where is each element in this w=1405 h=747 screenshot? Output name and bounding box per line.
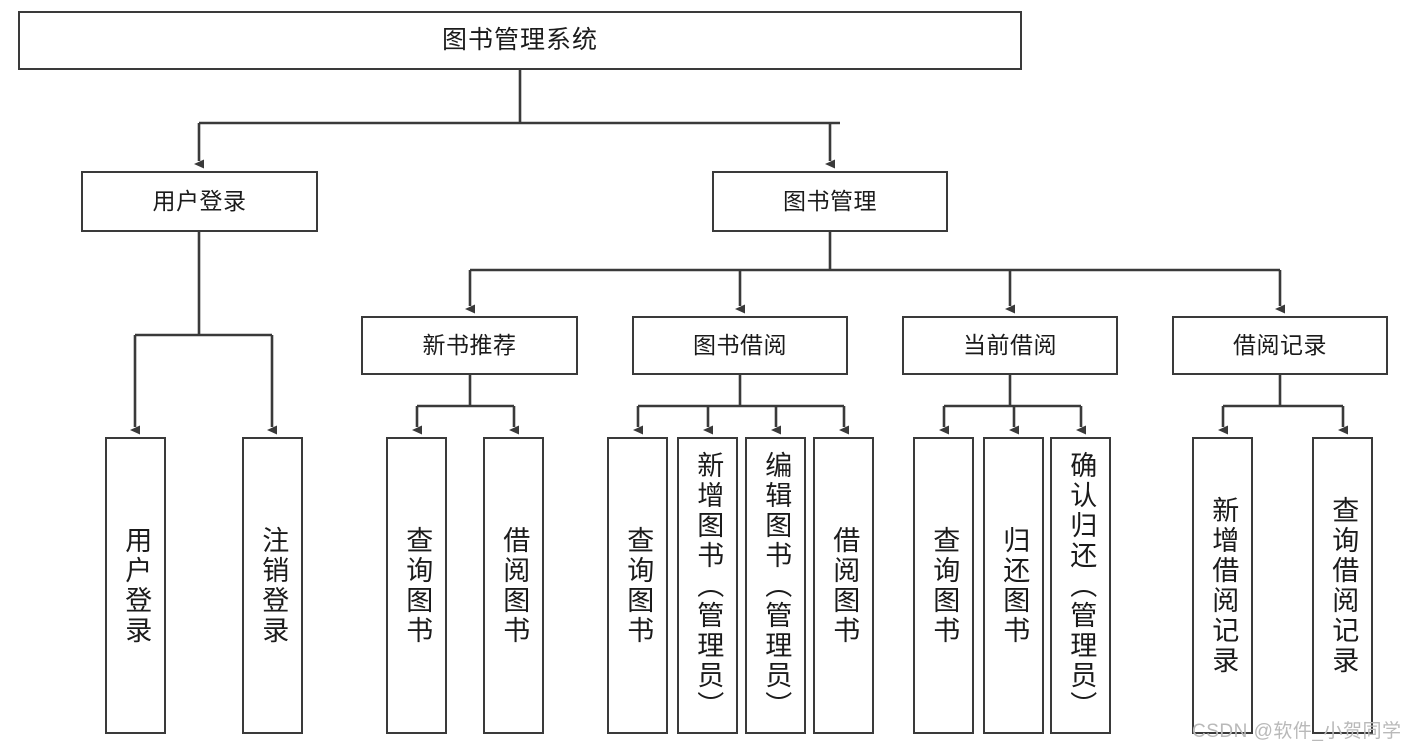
node-label: 查询图书 (929, 525, 960, 646)
node-label: 借阅图书 (499, 525, 530, 646)
node-label: 新增借阅记录 (1208, 495, 1239, 676)
node-label: 查询图书 (402, 525, 433, 646)
node-level2-user-login[interactable]: 用户登录 (81, 171, 318, 232)
node-level3-book-borrow[interactable]: 图书借阅 (632, 316, 848, 375)
node-root[interactable]: 图书管理系统 (18, 11, 1022, 70)
node-label: 新增图书（管理员） (693, 450, 724, 721)
leaf-node[interactable]: 确认归还（管理员） (1050, 437, 1111, 734)
leaf-node[interactable]: 编辑图书（管理员） (745, 437, 806, 734)
leaf-node[interactable]: 查询图书 (607, 437, 668, 734)
leaf-node[interactable]: 归还图书 (983, 437, 1044, 734)
node-label: 用户登录 (152, 187, 247, 214)
node-label: 图书管理 (783, 187, 877, 214)
csdn-watermark: CSDN @软件_小贺同学 (1192, 721, 1402, 742)
node-level3-current-borrow[interactable]: 当前借阅 (902, 316, 1118, 375)
node-label: 借阅图书 (829, 525, 860, 646)
node-label: 编辑图书（管理员） (761, 450, 792, 721)
node-label: 新书推荐 (422, 331, 517, 358)
node-level2-book-management[interactable]: 图书管理 (712, 171, 948, 232)
leaf-node[interactable]: 用户登录 (105, 437, 166, 734)
node-label: 查询借阅记录 (1328, 495, 1359, 676)
node-level3-borrow-record[interactable]: 借阅记录 (1172, 316, 1388, 375)
node-label: 当前借阅 (963, 331, 1057, 358)
node-label: 确认归还（管理员） (1066, 450, 1097, 721)
leaf-node[interactable]: 查询图书 (913, 437, 974, 734)
leaf-node[interactable]: 新增借阅记录 (1192, 437, 1253, 734)
leaf-node[interactable]: 查询图书 (386, 437, 447, 734)
node-label: 用户登录 (121, 525, 152, 646)
node-label: 图书管理系统 (441, 25, 598, 54)
leaf-node[interactable]: 查询借阅记录 (1312, 437, 1373, 734)
leaf-node[interactable]: 新增图书（管理员） (677, 437, 738, 734)
node-label: 查询图书 (623, 525, 654, 646)
leaf-node[interactable]: 注销登录 (242, 437, 303, 734)
node-label: 借阅记录 (1233, 331, 1327, 358)
node-label: 归还图书 (999, 525, 1030, 646)
leaf-node[interactable]: 借阅图书 (813, 437, 874, 734)
node-level3-new-book-recommend[interactable]: 新书推荐 (361, 316, 578, 375)
leaf-node[interactable]: 借阅图书 (483, 437, 544, 734)
node-label: 注销登录 (258, 525, 289, 646)
node-label: 图书借阅 (693, 331, 787, 358)
